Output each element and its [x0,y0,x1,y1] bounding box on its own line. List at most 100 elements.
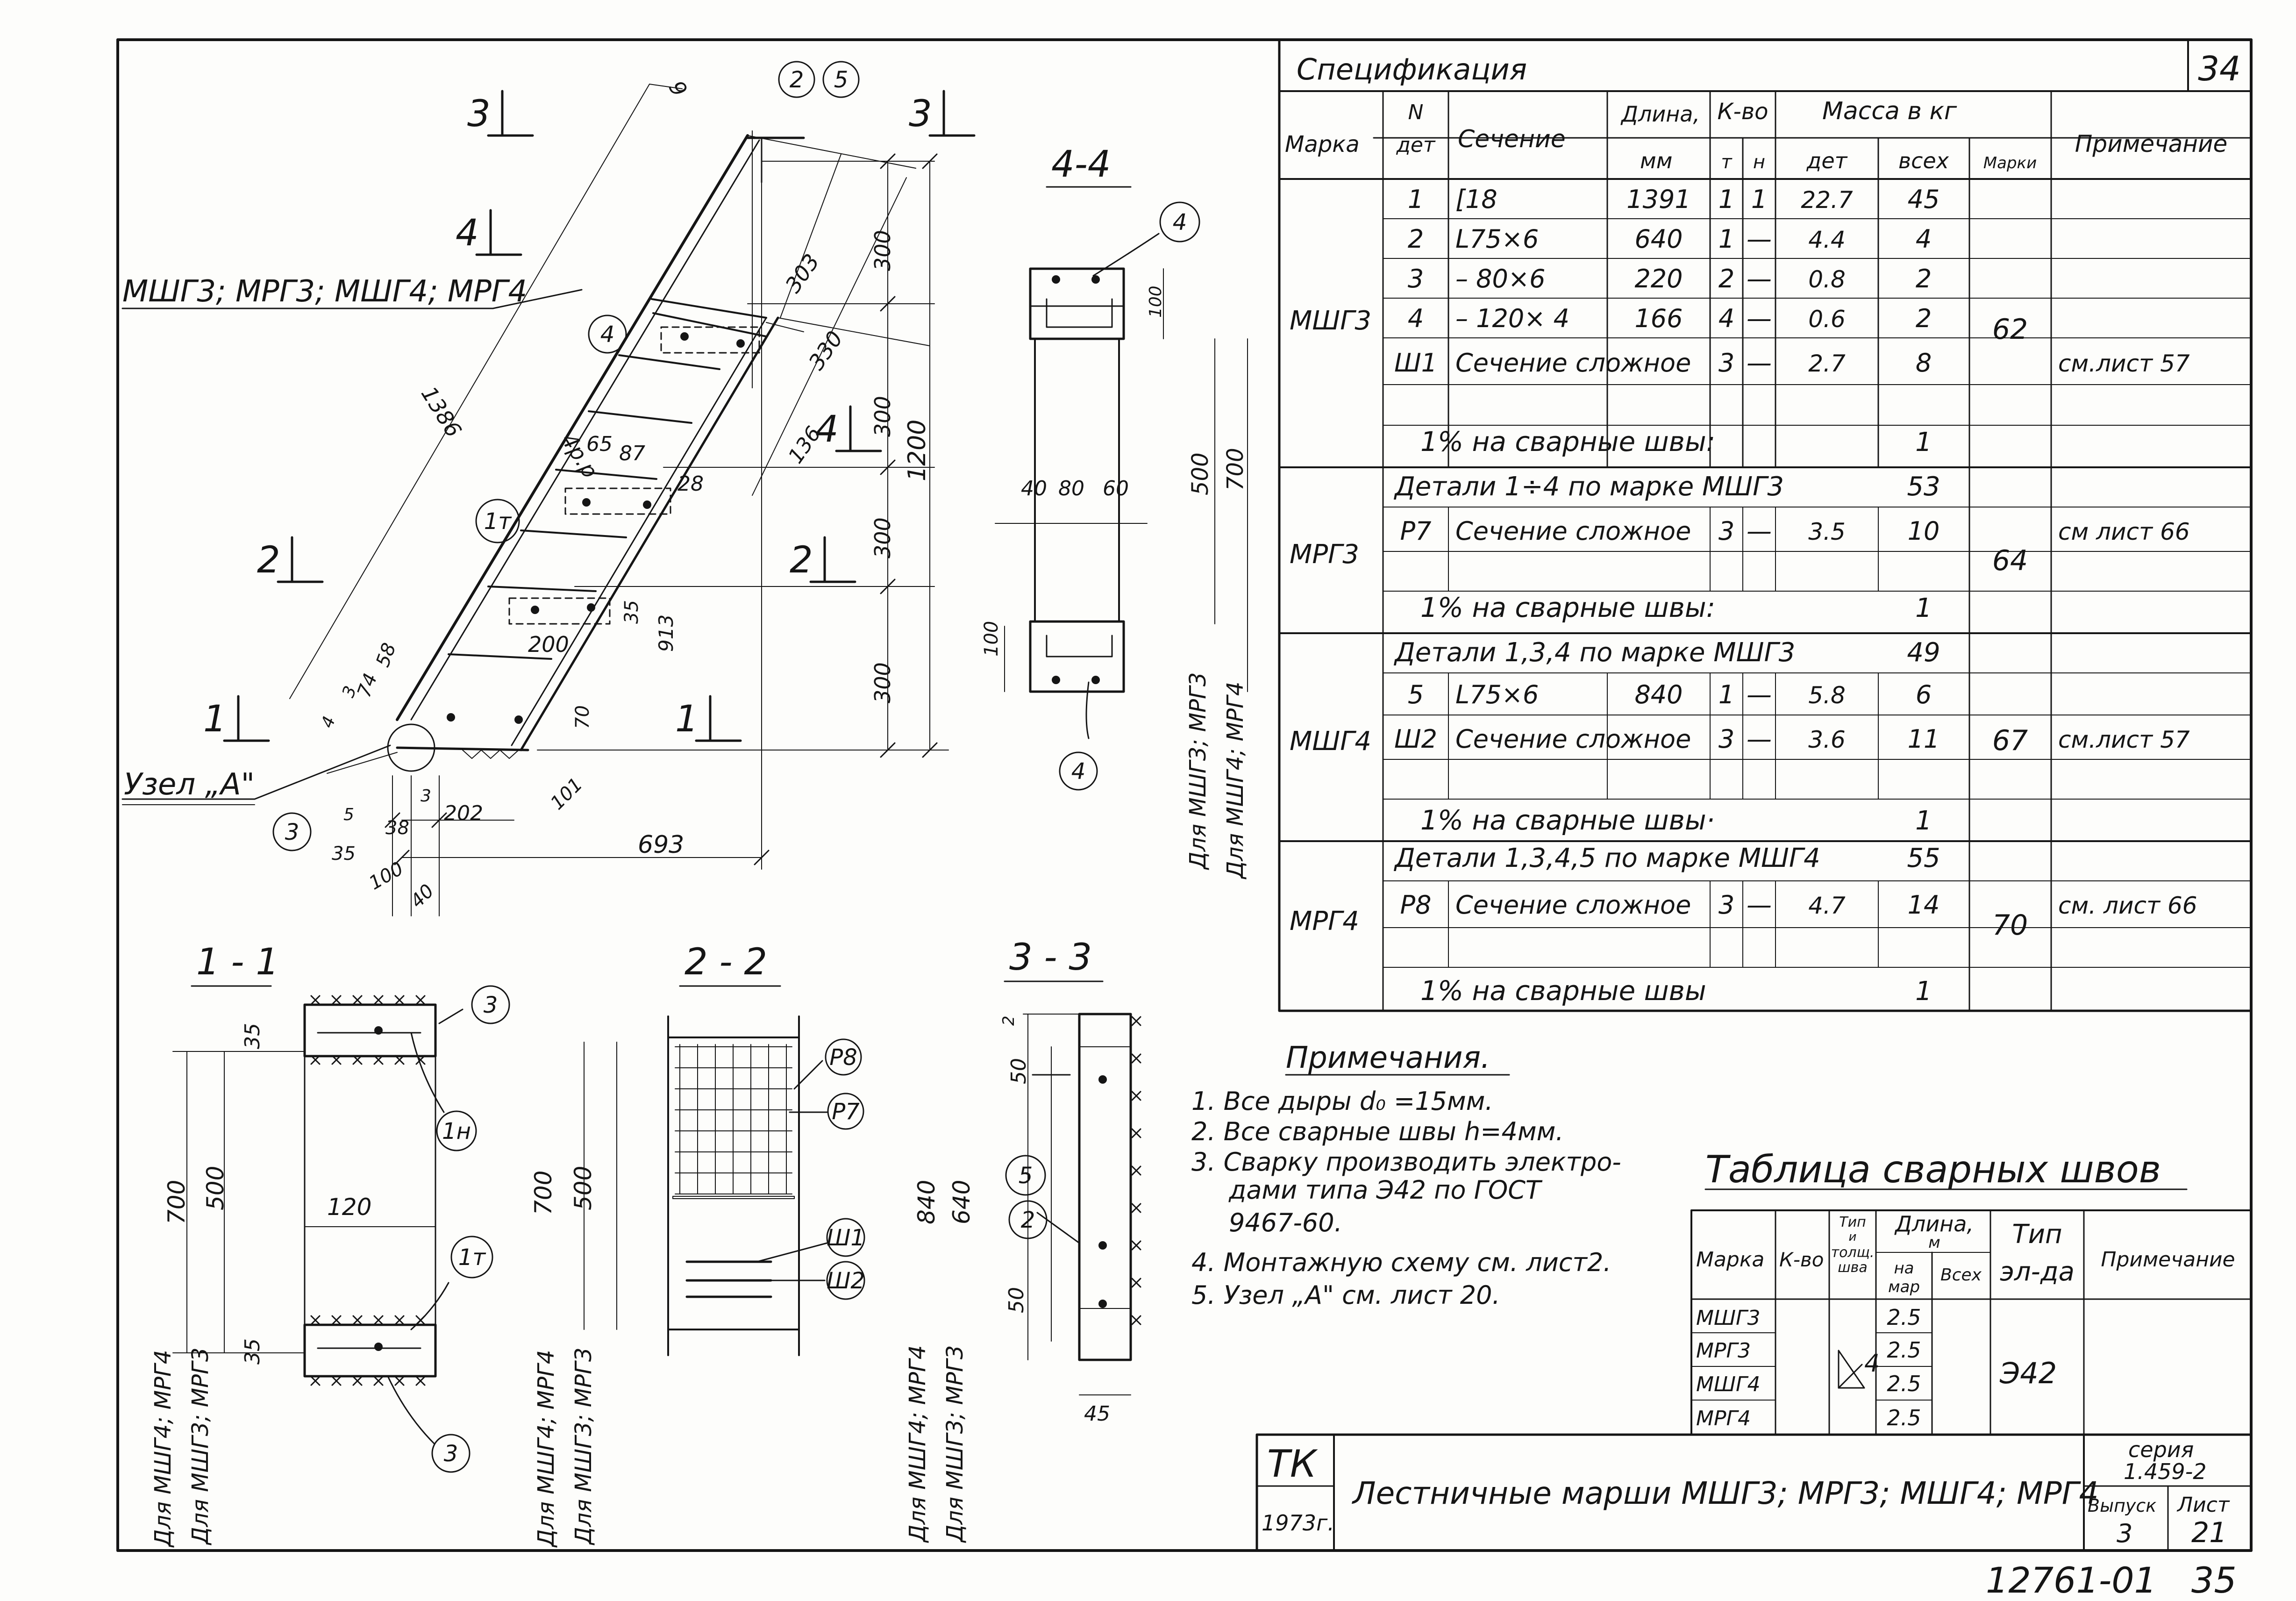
spec-row-mass-det: 3.6 [1808,726,1846,753]
view-2-2-title: 2 - 2 [685,941,767,983]
drawing-title: Лестничные марши МШГ3; МРГ3; МШГ4; МРГ4 [1352,1475,2098,1511]
callout-label: 2 [790,67,804,93]
section-3-3: 3 - 3 [1004,936,1132,1395]
dimension-label: 70 [572,705,593,729]
spec-row-section: L75×6 [1455,224,1539,254]
dimension-tick [880,459,896,475]
dimension-tick [880,742,896,758]
weld-header-type-and: и [1849,1230,1857,1244]
weld-header-all: Всех [1940,1265,1982,1285]
dimension-label-11: 35 [241,1023,264,1049]
spec-row-note: см.лист 57 [2058,350,2190,377]
callout-circle [436,1110,477,1151]
weld-cross-mark [352,995,363,1005]
spec-row-section: Сечение сложное [1455,516,1691,546]
weld-cross-mark [373,1315,384,1325]
weld-cross-mark [373,1055,384,1065]
weld-header-thickness: толщ. [1831,1244,1875,1261]
callout-label: Ш1 [827,1225,865,1251]
spec-row-mass-det: 2.7 [1808,350,1846,377]
spec-group-details-mass: 53 [1907,472,1940,502]
dimension-label: 300 [870,662,895,703]
section-marker-label: 3 [467,93,491,135]
dimension-label: 202 [444,801,483,825]
spec-row-qty-t: 2 [1718,264,1734,293]
spec-row-no: 4 [1408,304,1424,333]
spec-group-mass: 62 [1992,313,2028,346]
series-value: 1.459-2 [2124,1459,2207,1484]
callout-label: 1т [484,508,513,535]
dimension-tick [922,742,938,758]
spec-weld-value: 1 [1915,976,1932,1007]
spec-row-note: см.лист 57 [2058,726,2190,753]
spec-row-qty-n: — [1747,304,1772,333]
weld-header-electrode-2: эл-да [2000,1257,2075,1287]
dimension-tick [880,153,896,169]
callout-label: 3 [444,1441,458,1467]
spec-row-section: – 80×6 [1455,264,1545,293]
weld-cross-mark [394,995,405,1005]
callout-circle [826,1218,865,1257]
weld-cross-mark [1131,1091,1141,1101]
weld-cross-mark [415,1315,426,1325]
side-label: Для МШГ4; МРГ4 [905,1345,931,1543]
dimension-tick [394,850,410,865]
spec-row-section: [18 [1455,185,1497,214]
weld-header-length-unit: м [1928,1233,1940,1252]
weld-cross-mark [394,1376,405,1386]
weld-header-per-mark: на [1894,1259,1914,1278]
dimension-label-33: 50 [1007,1058,1031,1084]
spec-weld-text: 1% на сварные швы: [1420,426,1715,457]
spec-row-qty-n: — [1747,348,1772,378]
dimension-label-44: 80 [1058,477,1084,500]
dimension-label: 58 [372,640,400,670]
view-1-1-title: 1 - 1 [196,941,279,983]
section-2-2: 2 - 2 [584,941,828,1356]
weld-row-length: 2.5 [1887,1405,1921,1430]
spec-row-mass-all: 11 [1908,724,1940,754]
dimension-label: 101 [547,774,587,815]
spec-header-mass-all: всех [1898,148,1949,173]
dimension-label-22: 700 [530,1171,557,1215]
spec-header-qty: К-во [1717,99,1768,125]
weld-cross-mark [331,995,342,1005]
spec-row-no: 2 [1408,224,1424,254]
dimension-label-44: 100 [981,621,1002,657]
spec-row-mass-all: 2 [1916,264,1932,293]
note-item: 1. Все дыры d₀ =15мм. [1191,1086,1493,1116]
side-label: Для МШГ4; МРГ4 [1222,682,1248,879]
spec-row-no: Ш2 [1394,724,1437,754]
title-year: 1973г. [1262,1510,1334,1536]
spec-header-no: N [1408,100,1424,124]
spec-weld-text: 1% на сварные швы [1420,975,1706,1007]
spec-weld-text: 1% на сварные швы· [1420,804,1715,836]
dimension-label-33: 2 [999,1015,1018,1026]
weld-electrode: Э42 [1999,1356,2057,1390]
weld-header-per-mark-2: мар [1888,1278,1920,1296]
spec-row-mass-det: 5.8 [1808,682,1846,709]
callout-circle [1059,751,1098,791]
spec-header-mark: Марка [1285,131,1360,157]
weld-header-note: Примечание [2101,1248,2235,1272]
spec-row-section: Сечение сложное [1455,724,1691,754]
spec-row-no: Р7 [1400,516,1432,546]
weld-row-mark: МРГ3 [1696,1339,1751,1363]
dimension-label: 200 [528,632,569,657]
spec-weld-value: 1 [1915,806,1932,836]
spec-row-mass-all: 45 [1908,185,1940,214]
spec-row-note: см лист 66 [2058,518,2190,545]
dimension-label-33: 45 [1084,1402,1110,1426]
spec-row-section: L75×6 [1455,680,1539,709]
callout-circle [450,1236,493,1279]
view-3-3-title: 3 - 3 [1009,936,1092,979]
side-label: Для МШГ3; МРГ3 [1185,672,1211,870]
spec-row-length: 640 [1634,224,1683,254]
weld-cross-mark [1131,1203,1141,1213]
section-marker-label: 2 [257,539,280,581]
spec-row-no: 3 [1408,264,1424,293]
spec-row-qty-t: 1 [1718,680,1734,709]
weld-cross-mark [310,1055,321,1065]
section-marker-label: 2 [790,539,813,581]
spec-row-section: – 120× 4 [1455,304,1569,333]
